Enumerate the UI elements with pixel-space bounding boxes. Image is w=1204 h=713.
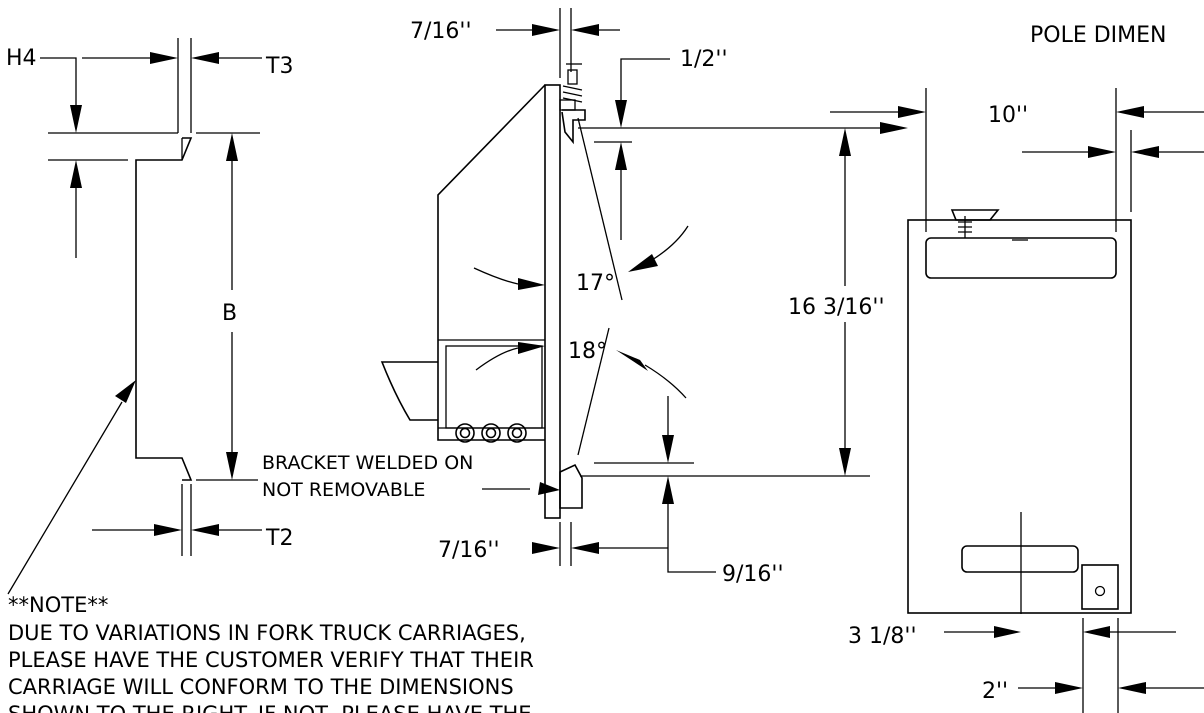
- pole-front-view: POLE DIMEN 10'' 3 1/8'' 2'': [830, 23, 1204, 713]
- slot: [961, 545, 1079, 573]
- bracket-note-line2: NOT REMOVABLE: [262, 479, 425, 501]
- dim-16-3-16: 16 3/16'': [788, 295, 885, 320]
- dim-7-16-top: 7/16'': [410, 19, 472, 44]
- dim-3-1-8: 3 1/8'': [848, 624, 917, 649]
- h4-label: H4: [6, 46, 37, 71]
- top-bracket: [925, 237, 1117, 279]
- deflector-outline: [380, 361, 438, 421]
- note-heading: **NOTE**: [8, 593, 108, 617]
- fitting-group: [455, 423, 527, 443]
- dim-10: 10'': [988, 103, 1028, 128]
- dim-7-16-bottom: 7/16'': [438, 538, 500, 563]
- angle-18: 18°: [568, 339, 607, 364]
- side-view: 7/16'' 1/2'' 17° 18° 16 3/16'' 7/16'' 9/…: [262, 8, 908, 587]
- housing-outline: [437, 84, 546, 441]
- pole-title: POLE DIMEN: [1030, 23, 1167, 48]
- note-line-3: CARRIAGE WILL CONFORM TO THE DIMENSIONS: [8, 675, 514, 699]
- note-line-1: DUE TO VARIATIONS IN FORK TRUCK CARRIAGE…: [8, 621, 526, 645]
- dim-9-16: 9/16'': [722, 562, 784, 587]
- dim-2: 2'': [982, 679, 1008, 704]
- b-label: B: [222, 301, 237, 326]
- angle-17: 17°: [576, 271, 615, 296]
- mounting-plate: [544, 84, 561, 519]
- carriage-profile-outline: [135, 137, 193, 481]
- t3-label: T3: [265, 54, 293, 79]
- lock-box: [1081, 564, 1119, 610]
- bracket-note-line1: BRACKET WELDED ON: [262, 452, 473, 474]
- carriage-profile-view: H4 T3 B T2: [6, 38, 293, 595]
- pole-body: [907, 219, 1132, 614]
- note-block: **NOTE** DUE TO VARIATIONS IN FORK TRUCK…: [8, 593, 534, 713]
- note-line-4: SHOWN TO THE RIGHT. IF NOT, PLEASE HAVE …: [8, 702, 532, 713]
- note-line-2: PLEASE HAVE THE CUSTOMER VERIFY THAT THE…: [8, 648, 534, 672]
- t2-label: T2: [265, 526, 293, 551]
- dim-1-2: 1/2'': [680, 47, 728, 72]
